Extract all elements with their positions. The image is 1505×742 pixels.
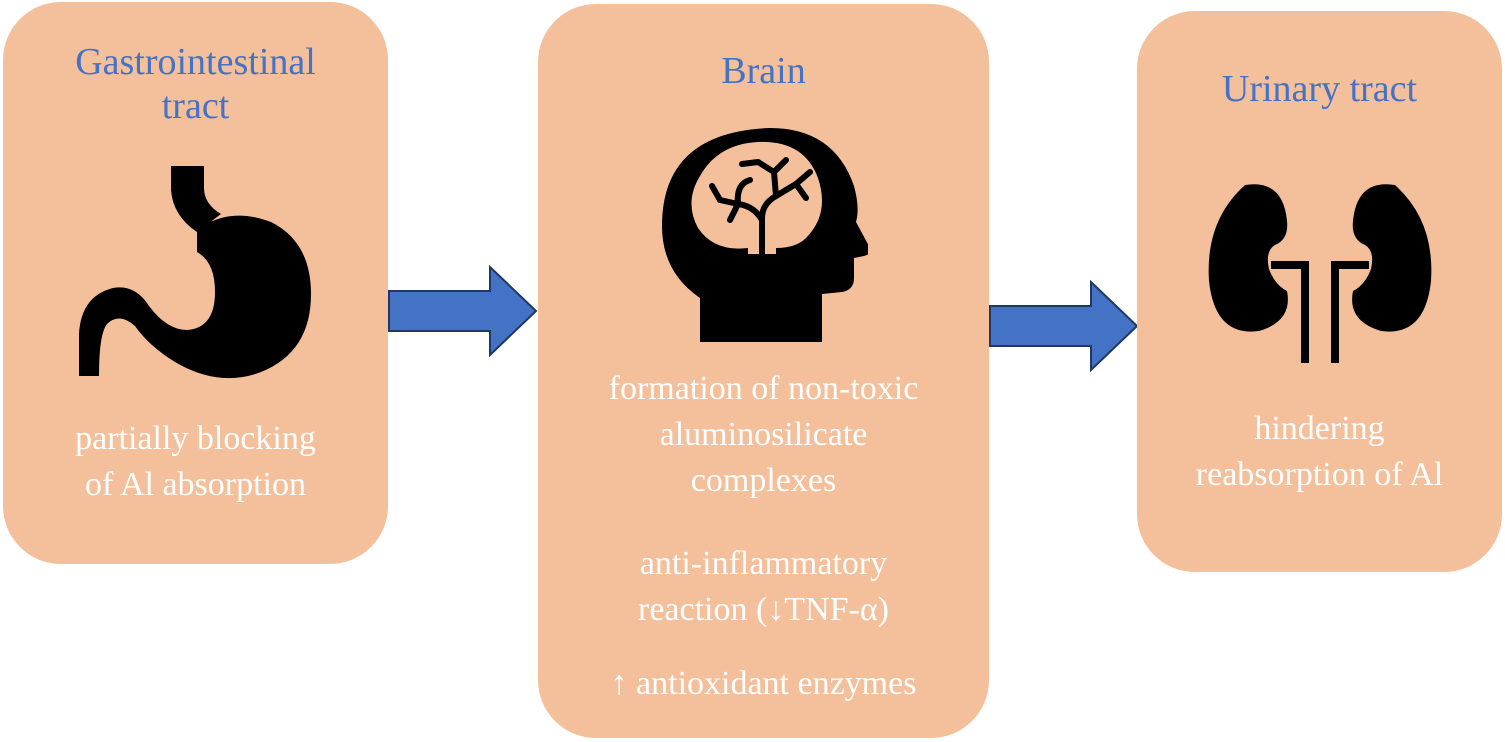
description-line: partially blocking — [75, 420, 316, 457]
description-line: hindering — [1254, 410, 1385, 447]
description-line: of Al absorption — [85, 466, 306, 503]
gastrointestinal-tract-box: Gastrointestinal tract partially blockin… — [3, 2, 388, 564]
kidneys-icon — [1208, 184, 1432, 363]
description-line: formation of non-toxic — [608, 370, 919, 407]
gastrointestinal-tract-description: partially blocking of Al absorption — [3, 416, 388, 508]
brain-box: Brain formation of non-toxic aluminosili… — [538, 4, 989, 738]
description-line: reaction (↓TNF-α) — [638, 591, 889, 628]
arrow-right-icon — [388, 265, 538, 357]
head-brain-icon — [662, 128, 868, 342]
urinary-tract-description: hindering reabsorption of Al — [1137, 406, 1502, 498]
stomach-icon — [79, 166, 311, 379]
brain-effect-antioxidant: ↑ antioxidant enzymes — [538, 661, 989, 707]
arrow-right-icon — [989, 280, 1139, 372]
urinary-tract-box: Urinary tract hindering reabsorption of … — [1137, 11, 1502, 572]
brain-title: Brain — [721, 50, 806, 92]
brain-effect-aluminosilicate: formation of non-toxic aluminosilicate c… — [538, 366, 989, 504]
title-line: tract — [161, 85, 230, 127]
description-line: reabsorption of Al — [1195, 456, 1444, 493]
title-line: Gastrointestinal — [75, 41, 316, 83]
gastrointestinal-tract-title: Gastrointestinal tract — [3, 40, 388, 128]
description-line: anti-inflammatory — [639, 545, 888, 582]
description-line: ↑ antioxidant enzymes — [610, 665, 917, 702]
urinary-tract-title: Urinary tract — [1221, 68, 1418, 110]
brain-effect-anti-inflammatory: anti-inflammatory reaction (↓TNF-α) — [538, 541, 989, 633]
description-line: complexes — [690, 462, 837, 499]
description-line: aluminosilicate — [659, 416, 868, 453]
